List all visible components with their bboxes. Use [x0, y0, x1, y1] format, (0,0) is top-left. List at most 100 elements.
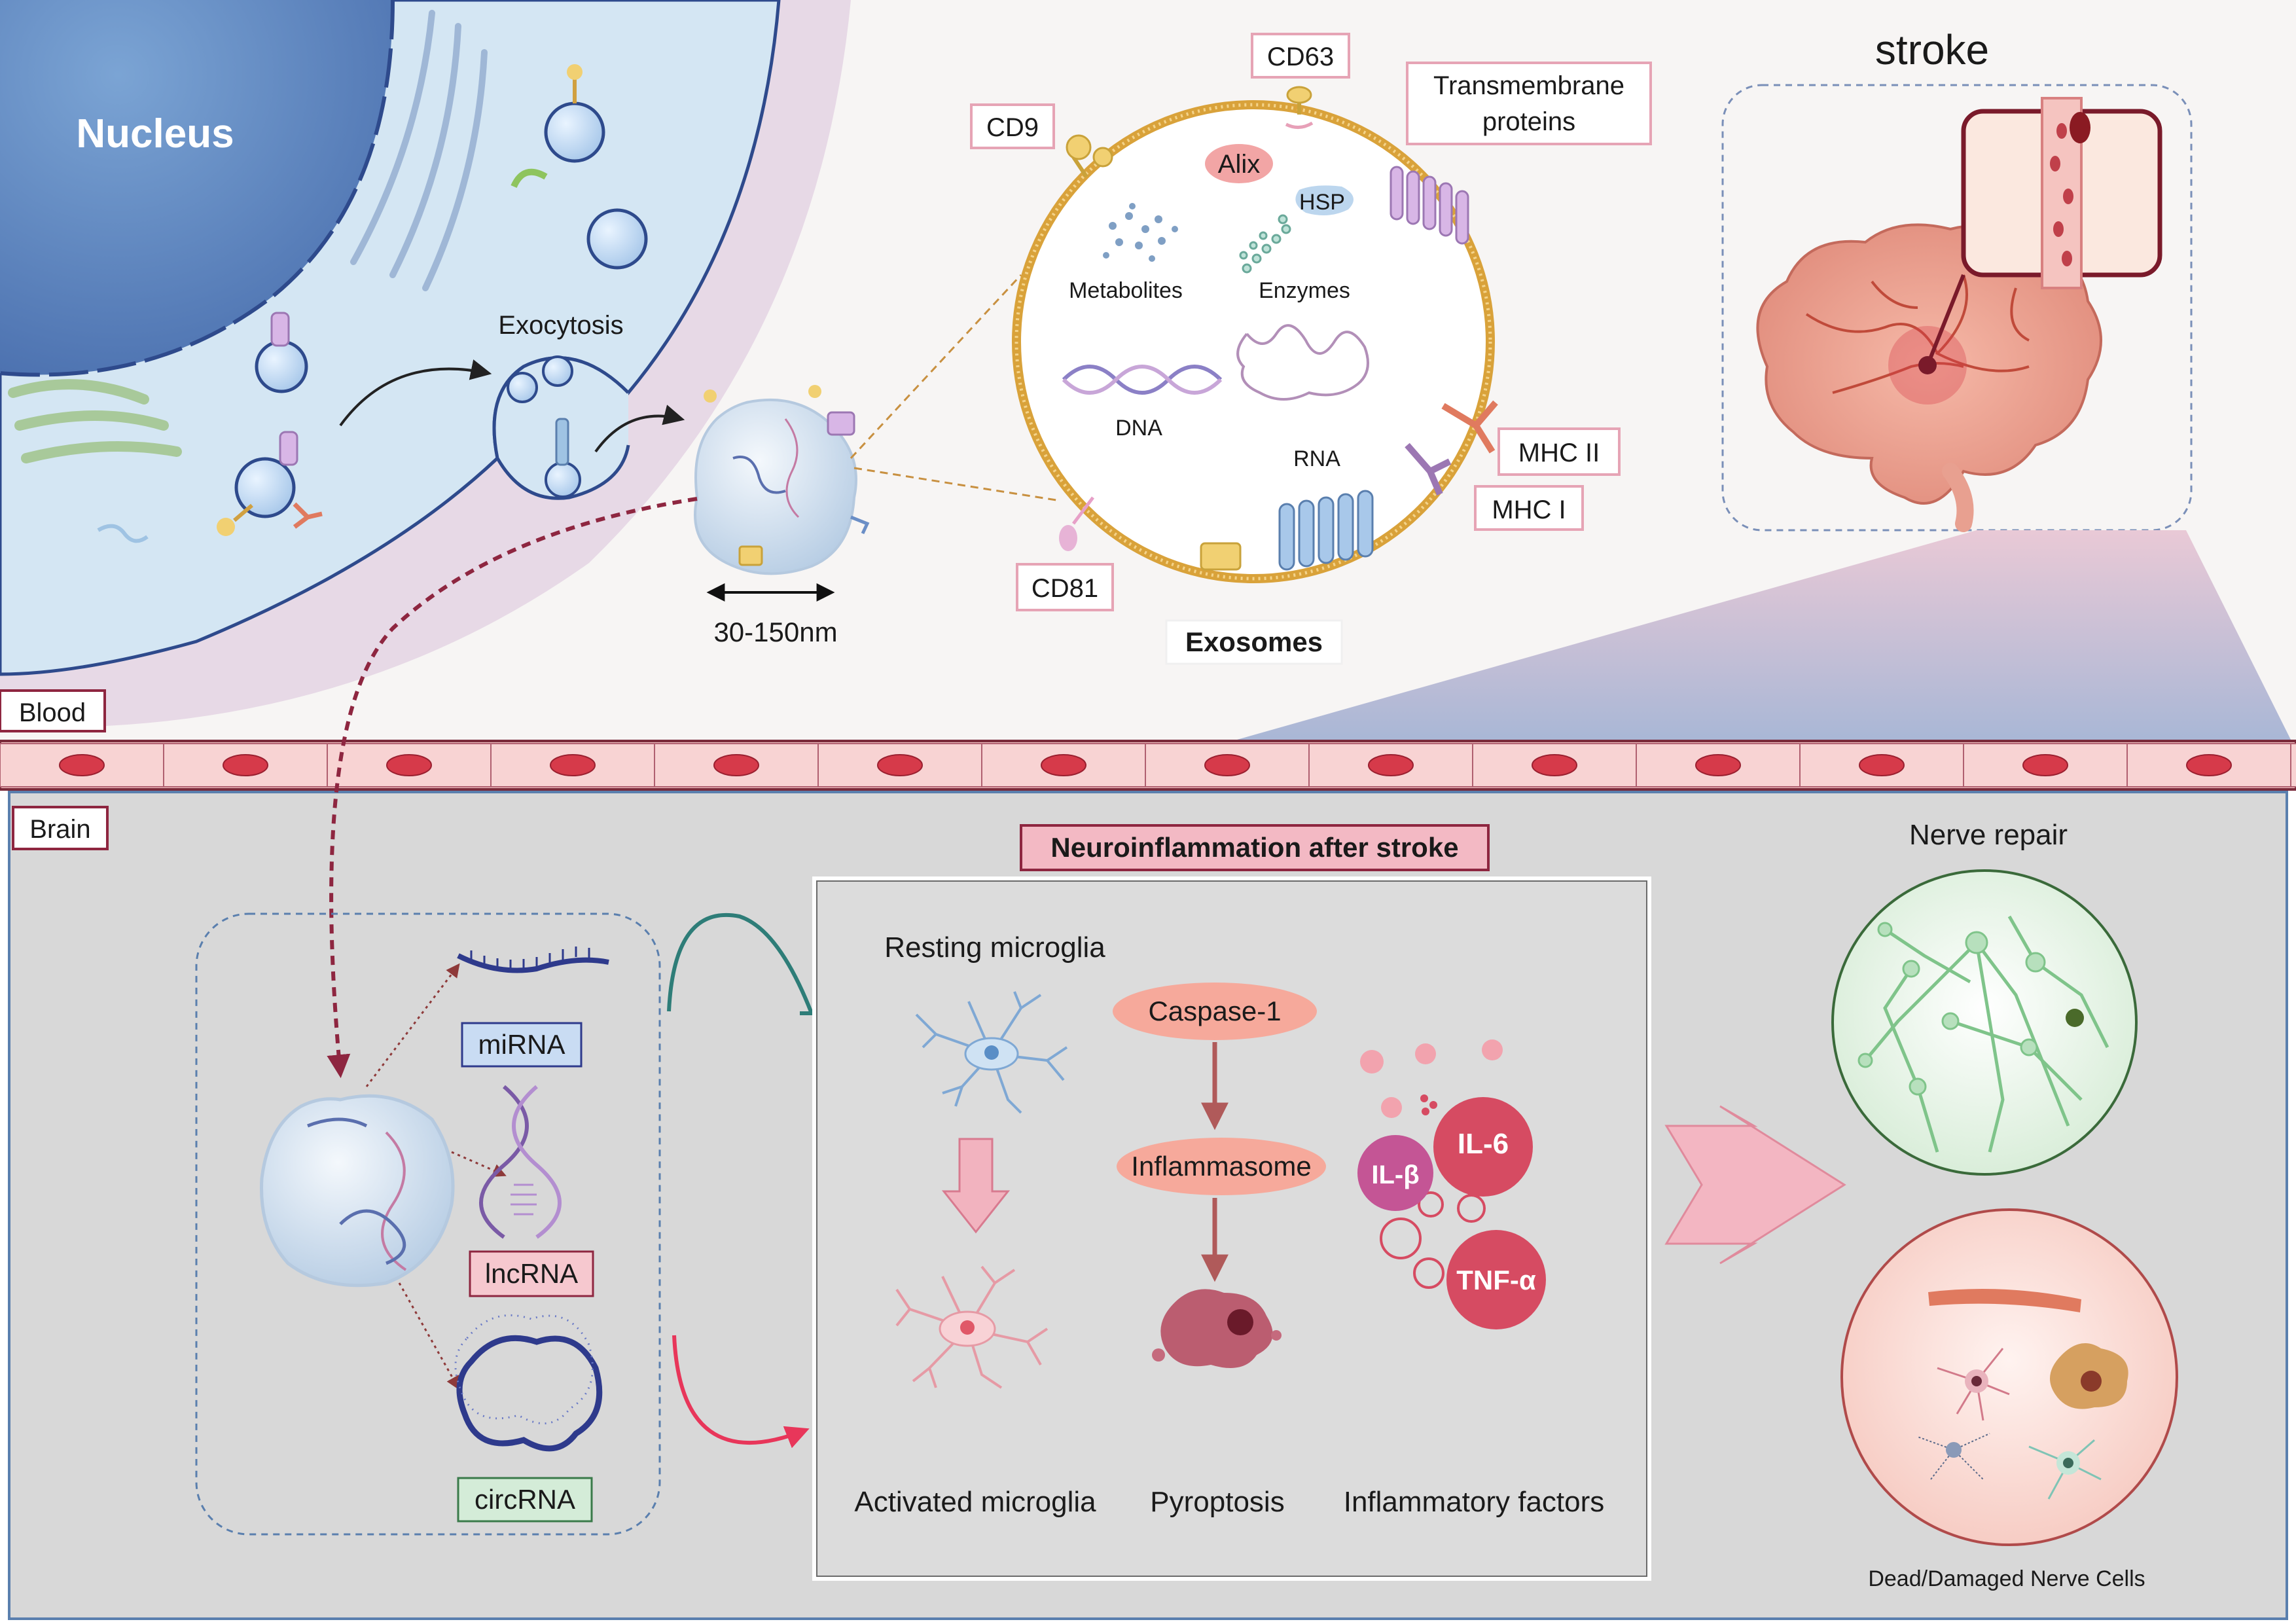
brain-exosome-icon [260, 1094, 455, 1288]
endothelium [0, 740, 2296, 791]
endoplasmic-reticulum [350, 10, 488, 291]
exocytosis-arrow [339, 359, 492, 427]
inflammasome-label: Inflammasome [1131, 1151, 1311, 1182]
alix-protein-icon [1205, 144, 1273, 183]
mhc1-label-box [1474, 485, 1584, 531]
vesicle [234, 457, 296, 518]
circrna-label-box [457, 1477, 593, 1523]
endothelial-nucleus [1532, 754, 1577, 776]
tnfa-bubble [1446, 1230, 1546, 1329]
blood-cells-icon [2050, 123, 2073, 266]
dead-cells-label: Dead/Damaged Nerve Cells [1868, 1566, 2145, 1591]
brain-vessels [1805, 274, 2030, 394]
marker-protein-icon [567, 64, 583, 80]
endothelial-cell [2290, 743, 2296, 787]
inhibition-arrow [667, 912, 814, 1015]
endothelial-nucleus [223, 754, 268, 776]
intracellular-vesicles [97, 64, 648, 543]
blood-label-box [0, 689, 106, 732]
zoom-line [850, 274, 1022, 460]
vesicle [545, 461, 581, 498]
cd63-label: CD63 [1267, 43, 1334, 71]
released-exosome [694, 385, 870, 575]
nucleus-label: Nucleus [76, 111, 234, 156]
hsp-label: HSP [1299, 190, 1345, 215]
enzymes-label: Enzymes [1259, 278, 1350, 303]
alix-label: Alix [1218, 150, 1260, 179]
golgi-apparatus [8, 379, 182, 463]
damaged-cells-panel: Dead/Damaged Nerve Cells [1840, 1208, 2178, 1591]
cd9-protein-icon [1066, 134, 1113, 178]
exosome-detail: Alix HSP Metabolites Enzymes DNA RNA [1012, 86, 1498, 583]
endothelial-nucleus [1368, 754, 1414, 776]
release-arrow [594, 405, 685, 453]
cd81-label: CD81 [1031, 574, 1098, 603]
activated-microglia-label: Activated microglia [854, 1486, 1096, 1518]
endothelial-nucleus [1695, 754, 1741, 776]
metabolites-icon [1103, 203, 1178, 262]
lncrna-icon [479, 1085, 562, 1239]
endothelial-nucleus [550, 754, 596, 776]
transmembrane-protein-icon [1390, 166, 1469, 245]
metabolites-label: Metabolites [1069, 278, 1183, 303]
lncrna-label-box [469, 1250, 594, 1297]
inflammatory-factors-label: Inflammatory factors [1344, 1486, 1605, 1518]
endothelial-nucleus [1041, 754, 1086, 776]
il1b-label: IL-β [1371, 1161, 1419, 1189]
cd9-label-box [970, 103, 1055, 149]
mhc2-label-box [1498, 427, 1621, 476]
il6-label: IL-6 [1458, 1128, 1509, 1160]
rna-icon [1236, 324, 1369, 401]
il1b-bubble [1357, 1135, 1433, 1211]
vesicle [586, 208, 648, 270]
tnfa-label: TNF-α [1456, 1265, 1536, 1295]
nerve-repair-panel: Nerve repair [1831, 819, 2138, 1176]
zoom-funnel [1237, 530, 2291, 740]
stroke-panel: stroke [1721, 26, 2193, 532]
neuroinflammation-title: Neuroinflammation after stroke [1050, 832, 1458, 863]
caspase-label: Caspase-1 [1148, 996, 1281, 1026]
exosome-transport-arrow [327, 497, 698, 1079]
caspase-node [1113, 983, 1317, 1040]
endothelial-nucleus [386, 754, 432, 776]
endothelial-nucleus [2186, 754, 2232, 776]
transmembrane-label-line1: Transmembrane [1433, 71, 1624, 100]
gpcr-protein-icon [1278, 490, 1374, 571]
lncrna-label: lncRNA [485, 1258, 578, 1289]
clot-icon [2070, 112, 2090, 143]
stroke-title: stroke [1875, 26, 1989, 73]
damaged-neuron-icon [1937, 1348, 2010, 1421]
pyroptosis-label: Pyroptosis [1150, 1486, 1284, 1518]
blood-label: Blood [19, 698, 86, 727]
tetraspanin-icon [1200, 542, 1242, 571]
endothelial-nucleus [1204, 754, 1250, 776]
promotion-arrow [672, 1335, 810, 1449]
vesicle [542, 355, 573, 387]
cd63-label-box [1251, 33, 1350, 79]
transmembrane-label-box [1406, 62, 1652, 145]
endothelial-nucleus [877, 754, 923, 776]
endothelial-nucleus [2022, 754, 2068, 776]
vesicle [255, 340, 308, 393]
circrna-label: circRNA [475, 1484, 575, 1515]
nerve-repair-label: Nerve repair [1909, 819, 2068, 851]
endothelial-nucleus [59, 754, 105, 776]
il6-bubble [1433, 1097, 1533, 1197]
inflammasome-node [1117, 1138, 1326, 1195]
nerve-repair-circle [1831, 869, 2138, 1176]
cd9-label: CD9 [986, 113, 1039, 142]
damaged-axon-icon [1928, 1288, 2081, 1312]
enzymes-icon [1239, 214, 1291, 274]
dna-icon [1062, 365, 1223, 395]
size-label: 30-150nm [713, 617, 837, 647]
nucleus [0, 0, 393, 375]
mhc1-protein-icon [1405, 442, 1452, 496]
brain-label-box [12, 806, 109, 850]
exocytosis-label: Exocytosis [498, 311, 623, 340]
activation-arrow [941, 1138, 1011, 1234]
cd81-protein-icon [1059, 496, 1094, 551]
endothelial-nucleus [713, 754, 759, 776]
vesicle [507, 372, 538, 403]
pyroptotic-cell-icon [1160, 1289, 1273, 1368]
